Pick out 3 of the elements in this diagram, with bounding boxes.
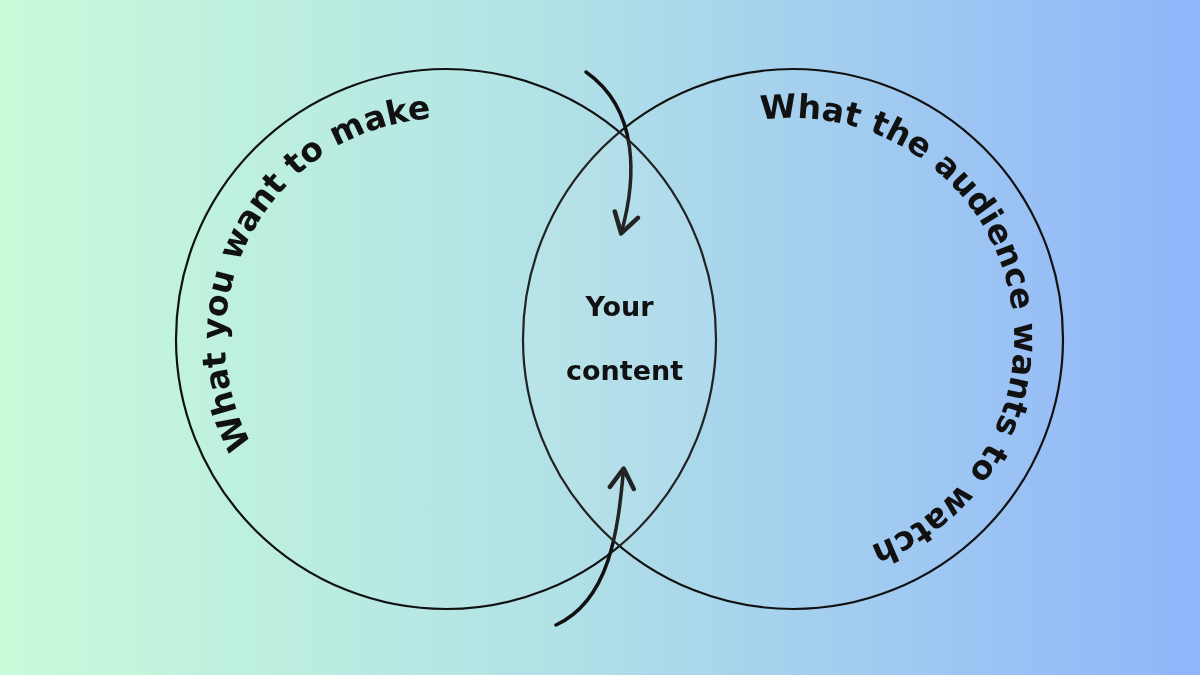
curved-arrow: [584, 70, 640, 236]
curved-arrow: [554, 466, 636, 627]
overlap-label: Your content: [565, 290, 685, 388]
